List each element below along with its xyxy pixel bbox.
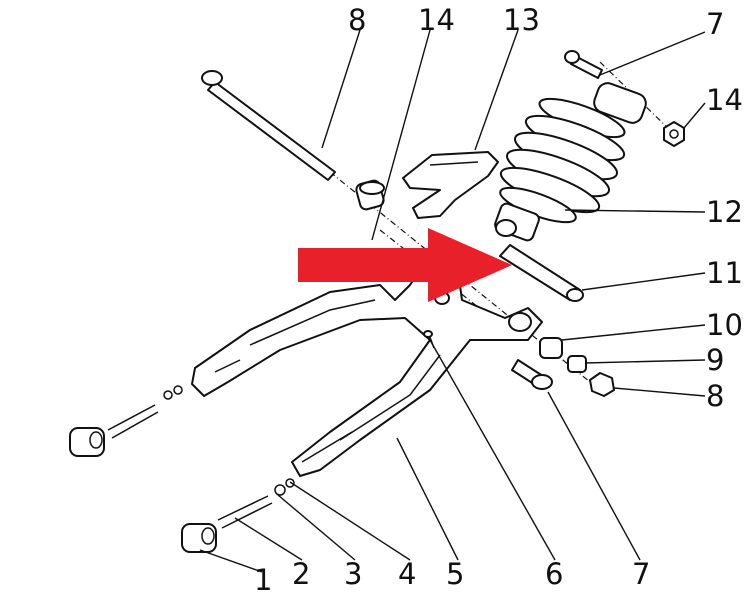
swingarm — [191, 249, 543, 477]
callout-label: 14 — [706, 83, 743, 117]
axle-adjuster-part-1-lower — [181, 478, 295, 553]
nut-part-8 — [589, 372, 615, 397]
shock-absorber-part-12 — [494, 82, 647, 242]
callout-label: 5 — [446, 557, 464, 591]
spacer-part-14 — [355, 179, 385, 211]
leader-lines — [199, 29, 706, 573]
callout-label: 9 — [706, 343, 724, 377]
axle-adjuster-part-1-upper — [69, 385, 183, 457]
red-arrow — [298, 228, 512, 302]
callout-label: 12 — [706, 195, 743, 229]
callout-label: 10 — [706, 308, 743, 342]
callout-labels: 8 14 13 7 14 12 11 10 9 8 7 6 5 4 3 2 1 — [254, 3, 743, 597]
bushing-part-10 — [539, 337, 563, 359]
callout-label: 6 — [545, 557, 563, 591]
callout-label: 11 — [706, 256, 743, 290]
callout-label: 2 — [292, 557, 310, 591]
callout-label: 13 — [503, 3, 540, 37]
callout-label: 4 — [398, 557, 416, 591]
callout-label: 14 — [418, 3, 455, 37]
callout-label: 7 — [632, 557, 650, 591]
chain-guide-part-13 — [402, 151, 499, 219]
axle-bolt-part-8 — [201, 70, 336, 181]
callout-label: 3 — [344, 557, 362, 591]
callout-label: 1 — [254, 563, 272, 597]
bushing-part-9 — [567, 355, 587, 373]
callout-label: 8 — [348, 3, 366, 37]
pivot-bolt-part-7 — [511, 359, 553, 390]
shock-bolt-part-7-top — [564, 50, 603, 79]
shock-nut-part-14 — [663, 121, 685, 147]
shock-spacer-part-11 — [499, 244, 584, 302]
callout-label: 7 — [706, 7, 724, 41]
callout-label: 8 — [706, 379, 724, 413]
